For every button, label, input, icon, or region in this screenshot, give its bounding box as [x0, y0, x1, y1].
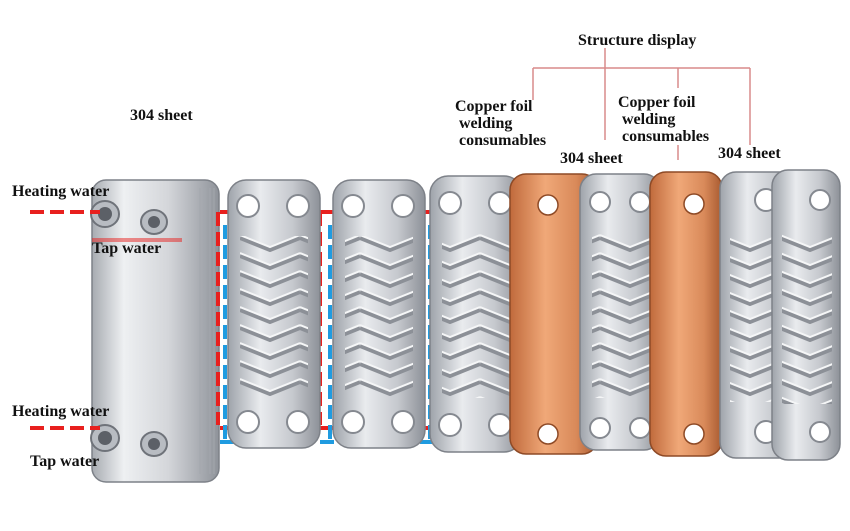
steel-plate [771, 169, 841, 461]
label-tap-water-bottom: Tap water [30, 453, 100, 470]
label-304-sheet-right: 304 sheet [718, 145, 781, 162]
label-tap-water-top: Tap water [92, 240, 162, 257]
steel-plate [429, 175, 523, 453]
structure-bracket [532, 48, 751, 160]
steel-plate [227, 179, 321, 449]
tap-water-marker [92, 238, 182, 242]
copper-foil-sheet [509, 173, 599, 455]
port-connector-icon [90, 200, 168, 457]
assembled-exchanger [90, 179, 220, 483]
label-heating-water-top: Heating water [12, 183, 110, 200]
steel-plate [332, 179, 426, 449]
steel-plate [579, 173, 661, 451]
label-heating-water-bottom: Heating water [12, 403, 110, 420]
label-304-sheet-mid: 304 sheet [560, 150, 623, 167]
label-copper-foil-1: Copper foil welding consumables [455, 98, 547, 149]
label-copper-foil-2: Copper foil welding consumables [618, 94, 710, 145]
structure-display-title: Structure display [578, 32, 697, 49]
copper-foil-sheet [649, 171, 723, 457]
label-304-sheet-left: 304 sheet [130, 107, 193, 124]
